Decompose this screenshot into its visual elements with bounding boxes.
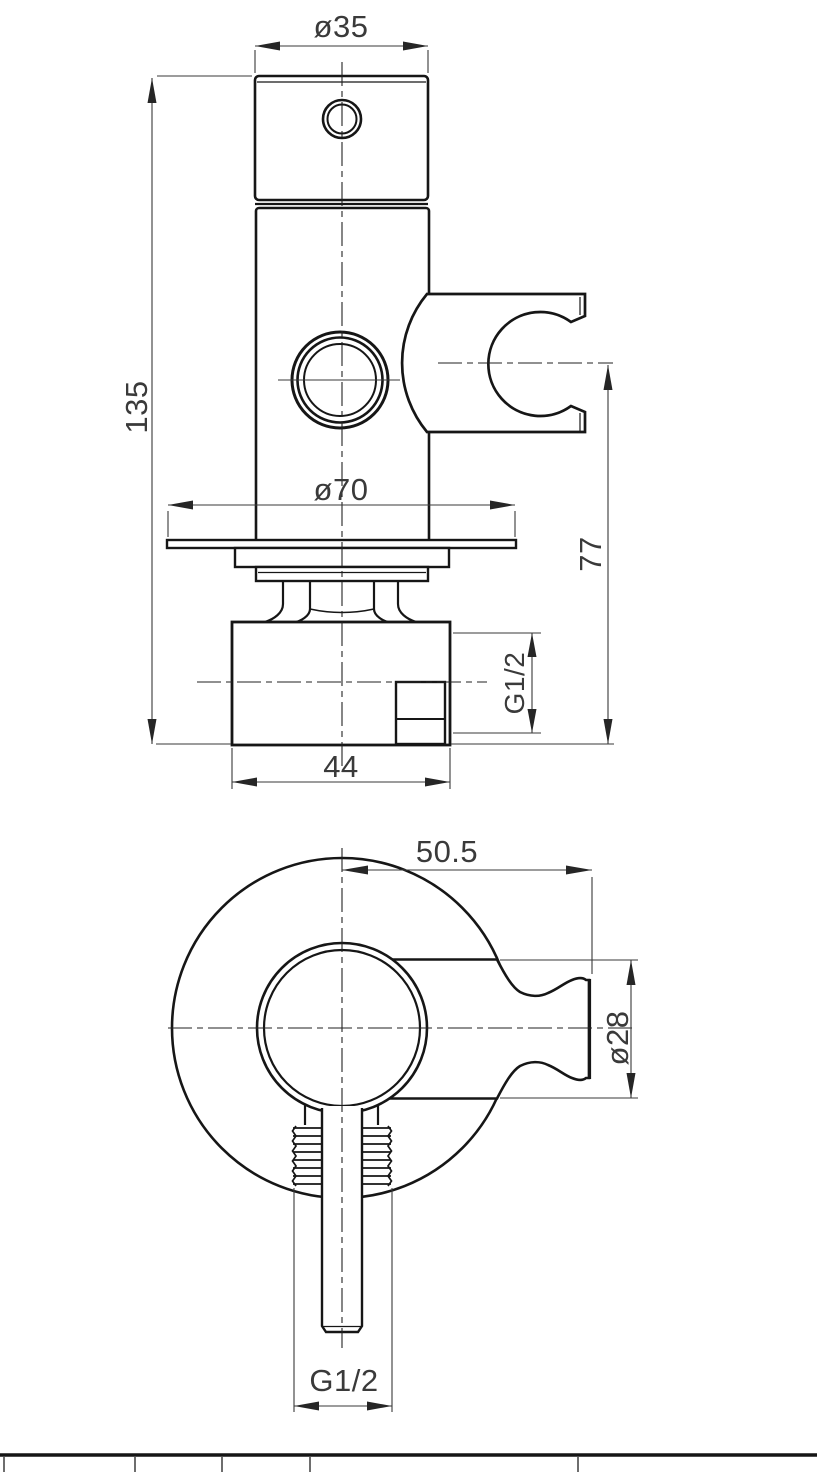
dim-arrow [626,1073,636,1098]
outlet-boss [278,330,400,430]
dim-holder-reach: 50.5 [342,834,593,974]
dim-arrow [403,41,428,51]
dim-inlet-thread: G1/2 [293,1188,393,1412]
dim-arrow [232,777,257,787]
neck-inner-left [292,581,312,625]
front-centerlines [197,62,613,772]
dim-arrow [527,709,537,733]
dim-overall-height: 135 [119,75,252,745]
dim-cup-diameter: ø28 [500,959,638,1099]
thread-lines-left [291,1125,322,1187]
shower-holder-top [378,958,592,1100]
dim-arrow [490,500,515,510]
set-screw-outer [321,98,363,140]
dim-label-body-width: 44 [323,749,358,784]
dim-arrow [425,777,450,787]
dim-arrow [168,500,193,510]
dim-arrow [294,1401,319,1411]
valve-stem-neck [264,581,417,628]
neck-outer-left [264,581,285,624]
holder-cup-outline [400,292,587,434]
dim-arrow [603,365,613,390]
title-block [0,1453,817,1472]
dim-label-overall-height: 135 [119,380,154,433]
front-view: ø35 135 ø70 77 [119,9,614,789]
shower-holder-front [400,292,587,434]
dim-arrow [255,41,280,51]
thread-lines-right [362,1125,393,1187]
dim-plate-diameter: ø70 [167,472,516,537]
dim-arrow [566,865,592,875]
dim-label-outlet-thread: G1/2 [499,652,530,715]
top-view: 50.5 ø28 G1/2 [168,834,638,1412]
valve-body-lower [230,620,452,747]
dim-arrow [147,719,157,744]
dim-label-holder-center-height: 77 [573,536,608,571]
top-centerlines [168,848,634,1348]
inlet-thread-connection [291,1104,393,1187]
dim-label-plate-diameter: ø70 [314,472,369,507]
dim-arrow [367,1401,392,1411]
dim-arrow [527,633,537,657]
neck-inner-right [372,581,392,625]
dim-knob-diameter: ø35 [254,9,429,73]
dim-label-cup-diameter: ø28 [600,1011,635,1066]
dim-outlet-thread: G1/2 [453,632,541,734]
dim-arrow [147,78,157,103]
dim-arrow [342,865,368,875]
dim-body-width: 44 [231,748,451,789]
dim-arrow [603,719,613,744]
body-lower-outline [230,620,452,747]
dim-label-knob-diameter: ø35 [314,9,369,44]
dim-holder-center-height: 77 [451,365,614,745]
neck-outer-right [396,581,417,624]
dim-label-inlet-thread: G1/2 [309,1363,378,1398]
dim-label-holder-reach: 50.5 [416,834,478,869]
title-block-dividers [3,1457,579,1472]
dim-arrow [626,960,636,985]
